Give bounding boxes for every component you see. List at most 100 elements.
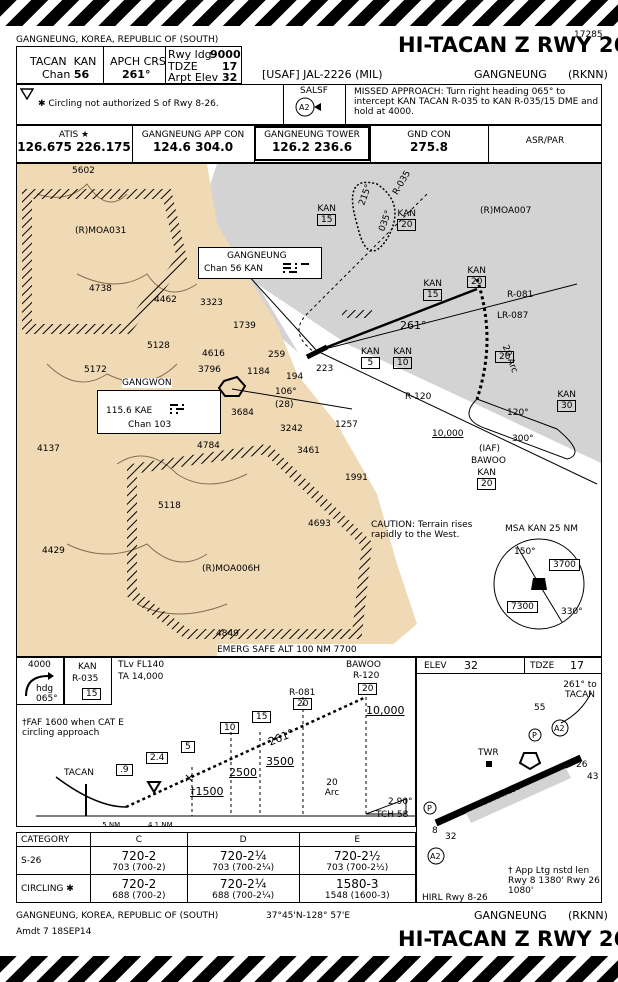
nav-chan: Chan 56 KAN (204, 264, 264, 274)
morse-code-icon (170, 404, 184, 414)
missed-approach-path (298, 193, 428, 355)
airport-name: GANGNEUNG (474, 68, 547, 81)
spot-elev: 4693 (308, 519, 331, 529)
tch-gs: 2.90° (388, 797, 413, 807)
info-box (16, 46, 242, 84)
radial-label: R-120 (405, 392, 432, 402)
spot-elev: 5172 (84, 365, 107, 375)
divider (488, 125, 489, 163)
profile-fix: 2.4 (146, 752, 169, 764)
spot-elev: 4849 (216, 629, 239, 639)
divider (283, 84, 284, 125)
lighting-label: P (532, 731, 537, 740)
profile-fix: BAWOO (346, 660, 381, 670)
moa031-boundary (22, 189, 188, 334)
spot-elev: 3242 (280, 424, 303, 434)
spot-elev: 3461 (297, 446, 320, 456)
leader-line (246, 273, 318, 352)
msa-title: MSA KAN 25 NM (505, 524, 578, 534)
comm-name: ASR/PAR (525, 136, 565, 146)
comm-freq: 275.8 (410, 140, 448, 154)
approach-lighting-icon: A2 (295, 97, 321, 117)
iaf-label: (IAF) (479, 444, 501, 454)
msa-tacan-icon (531, 578, 547, 590)
hirl-note: HIRL Rwy 8-26 (422, 893, 488, 903)
nav-freq: 115.6 KAE (106, 406, 153, 416)
radial-label: R-081 (507, 290, 534, 300)
profile-fix: 10 (220, 722, 240, 734)
spot-elev: 4462 (154, 295, 177, 305)
svg-text:A2: A2 (299, 103, 310, 112)
ma-hdg: hdg 065° (36, 684, 58, 704)
spot-elev: 5128 (147, 341, 170, 351)
dist-label: .5 NM (100, 821, 121, 829)
profile-fix: 15 (252, 711, 272, 723)
moa006h-boundary (127, 443, 373, 639)
gangwon-nav-box: GANGWON 115.6 KAE Chan 103 (97, 378, 221, 434)
missed-approach-text: MISSED APPROACH: Turn right heading 065°… (354, 87, 599, 117)
elev-32: 32 (445, 832, 457, 842)
dme-fix: 20 (495, 351, 515, 363)
comm-freq: 126.2 236.6 (271, 140, 353, 154)
footer-title: HI-TACAN Z RWY 26 (398, 927, 618, 951)
lighting-label: A2 (554, 724, 565, 733)
tdze-label: TDZE (168, 60, 198, 73)
ma-fix-dme: 15 (82, 688, 102, 700)
row-label: CIRCLING ✱ (16, 874, 91, 903)
comm-name: GND CON (407, 130, 451, 140)
tdze-label: TDZE (530, 661, 555, 671)
spot-elev: 1991 (345, 473, 368, 483)
top-border-stripe (0, 0, 618, 26)
gangwon-radial-label: 106° (275, 387, 297, 397)
airport-icao: (RKNN) (568, 68, 608, 81)
divider (524, 657, 525, 673)
divider (370, 125, 371, 163)
climb-arrow-icon (25, 672, 54, 697)
iaf-inbound: 120° (507, 408, 529, 418)
final-course-label: 261° (400, 319, 427, 332)
arpt-elev-label: Arpt Elev (168, 71, 219, 84)
spot-elev: 223 (316, 364, 334, 374)
profile-fix: 20 (293, 698, 313, 710)
spot-elev: 1257 (335, 420, 358, 430)
iaf-outbound: 300° (512, 434, 534, 444)
spot-elev: 5118 (158, 501, 181, 511)
missed-approach-climb (55, 776, 127, 808)
footer-airport: GANGNEUNG (474, 909, 547, 922)
tacan-chan: Chan 56 (42, 68, 90, 81)
arpt-elev: 32 (222, 71, 238, 84)
apch-crs-label: APCH CRS (110, 55, 166, 68)
table-header: E (298, 832, 417, 847)
iaf-alt: 10,000 (432, 429, 464, 439)
runway-8-26 (434, 754, 583, 827)
emerg-box (217, 644, 397, 656)
comm-name: ATIS ★ (58, 130, 90, 140)
row-label: S-26 (16, 846, 91, 875)
ma-fix-radial: R-035 (72, 674, 99, 684)
ma-arrow (560, 692, 592, 724)
apch-crs: 261° (122, 68, 151, 81)
iaf-name: BAWOO (471, 456, 506, 466)
radial-label: LR-087 (497, 311, 529, 321)
airport-diagram (416, 657, 602, 903)
bottom-border-stripe (0, 956, 618, 982)
ma-fix-id: KAN (78, 662, 97, 672)
nav-name: GANGWON (122, 378, 172, 388)
footer-icao: (RKNN) (568, 909, 608, 922)
dist-label: 4.1 NM (148, 821, 173, 829)
runway-8-label: 8 (432, 826, 438, 836)
comm-name: GANGNEUNG APP CON (141, 130, 245, 140)
faf-maltese-icon (146, 781, 162, 794)
profile-view (16, 657, 416, 827)
moa007-label: (R)MOA007 (480, 206, 532, 216)
gangwon-dist-label: (28) (275, 400, 294, 410)
